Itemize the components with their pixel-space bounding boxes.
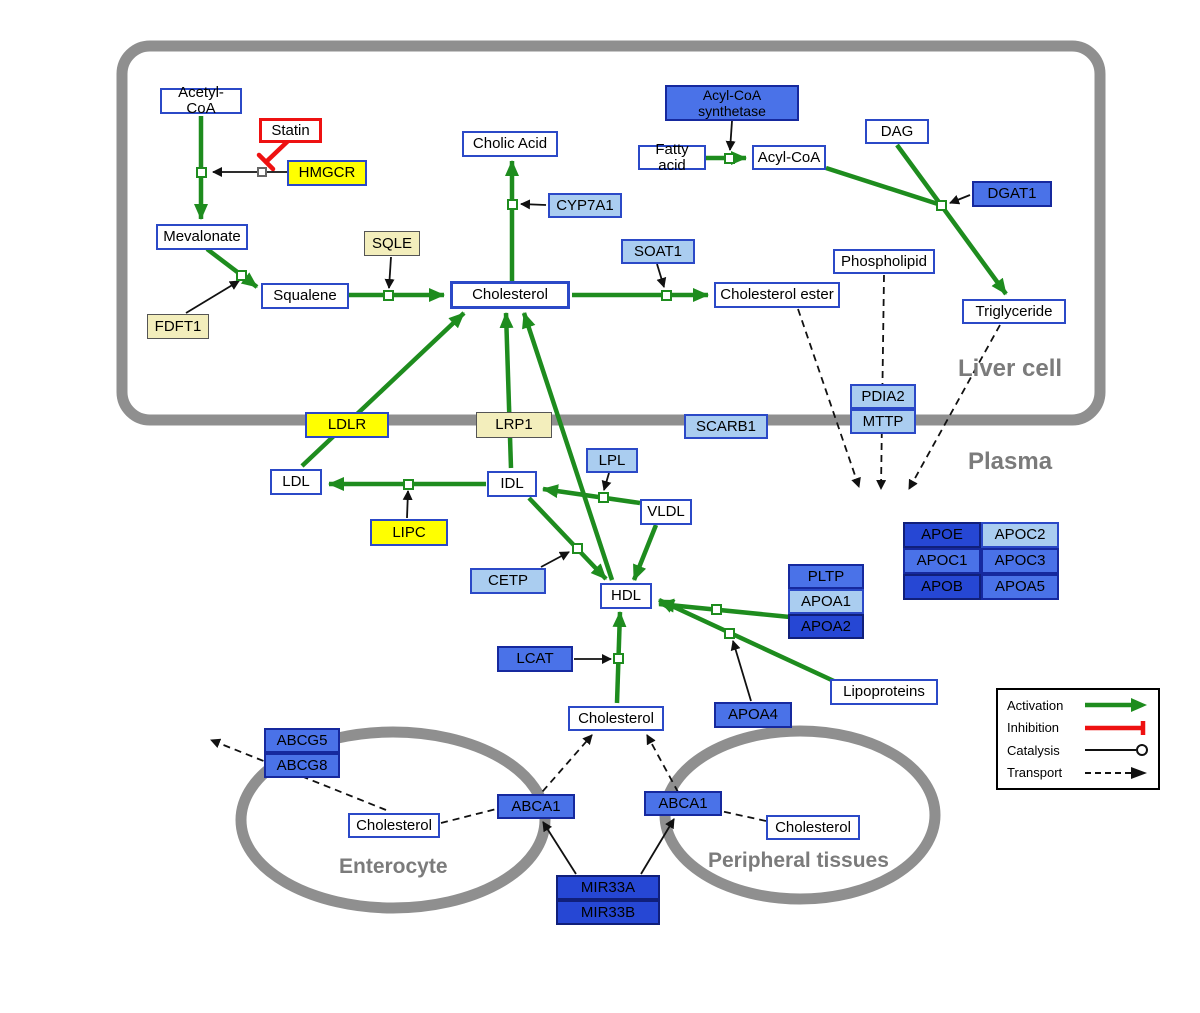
node-vldl[interactable]: VLDL [640, 499, 692, 525]
node-apoa4[interactable]: APOA4 [714, 702, 792, 728]
catalysis-circle-icon [1085, 744, 1148, 757]
node-lrp1[interactable]: LRP1 [476, 412, 552, 438]
reaction-nodes [196, 153, 947, 664]
node-triglyceride[interactable]: Triglyceride [962, 299, 1066, 324]
node-cyp7a1[interactable]: CYP7A1 [548, 193, 622, 218]
node-fdft1[interactable]: FDFT1 [147, 314, 209, 339]
node-cetp[interactable]: CETP [470, 568, 546, 594]
node-apoc2[interactable]: APOC2 [981, 522, 1059, 548]
liver-cell-label: Liver cell [958, 355, 1063, 382]
peripheral-tissues-label: Peripheral tissues [708, 849, 889, 872]
activation-edges [194, 116, 1008, 704]
node-abcg5[interactable]: ABCG5 [264, 728, 340, 753]
node-acyl-coa-synthetase[interactable]: Acyl-CoA synthetase [665, 85, 799, 121]
legend-row-activation: Activation [1007, 697, 1149, 713]
cell-membranes [116, 40, 1106, 914]
transport-dashed-arrow-icon [1085, 766, 1147, 779]
plasma-label: Plasma [968, 448, 1053, 475]
inhibition-tbar-icon [1085, 720, 1146, 735]
node-cholesterol-peripheral[interactable]: Cholesterol [766, 815, 860, 840]
node-phospholipid[interactable]: Phospholipid [833, 249, 935, 274]
node-fatty-acid[interactable]: Fatty acid [638, 141, 706, 173]
node-scarb1[interactable]: SCARB1 [684, 414, 768, 439]
node-hdl[interactable]: HDL [600, 583, 652, 609]
node-apoc3[interactable]: APOC3 [981, 548, 1059, 574]
legend-row-catalysis: Catalysis [1007, 742, 1149, 758]
node-lcat[interactable]: LCAT [497, 646, 573, 672]
node-apoa1[interactable]: APOA1 [788, 589, 864, 614]
legend-row-inhibition: Inhibition [1007, 720, 1149, 736]
node-acyl-coa[interactable]: Acyl-CoA [752, 145, 826, 170]
node-apoc1[interactable]: APOC1 [903, 548, 981, 574]
node-mir33b[interactable]: MIR33B [556, 900, 660, 925]
legend-catalysis-label: Catalysis [1007, 742, 1060, 758]
node-abcg8[interactable]: ABCG8 [264, 753, 340, 778]
node-hmgcr[interactable]: HMGCR [287, 160, 367, 186]
node-soat1[interactable]: SOAT1 [621, 239, 695, 264]
node-pltp[interactable]: PLTP [788, 564, 864, 589]
node-cholesterol-liver[interactable]: Cholesterol [450, 281, 570, 309]
node-statin[interactable]: Statin [259, 118, 322, 143]
node-abca1-enterocyte[interactable]: ABCA1 [497, 794, 575, 819]
node-lipoproteins[interactable]: Lipoproteins [830, 679, 938, 705]
node-apoa2[interactable]: APOA2 [788, 614, 864, 639]
catalysis-node [257, 167, 267, 177]
node-lipc[interactable]: LIPC [370, 519, 448, 546]
node-squalene[interactable]: Squalene [261, 283, 349, 309]
node-dgat1[interactable]: DGAT1 [972, 181, 1052, 207]
node-cholesterol-enterocyte[interactable]: Cholesterol [348, 813, 440, 838]
catalysis-edges [185, 120, 971, 875]
enterocyte-label: Enterocyte [339, 855, 448, 878]
node-cholic-acid[interactable]: Cholic Acid [462, 131, 558, 157]
node-sqle[interactable]: SQLE [364, 231, 420, 256]
node-cholesterol-ester[interactable]: Cholesterol ester [714, 282, 840, 308]
legend-transport-label: Transport [1007, 765, 1063, 781]
node-idl[interactable]: IDL [487, 471, 537, 497]
activation-arrow-icon [1085, 698, 1147, 712]
enterocyte-membrane [235, 726, 551, 914]
node-mevalonate[interactable]: Mevalonate [156, 224, 248, 250]
legend-activation-label: Activation [1007, 697, 1064, 713]
node-acetyl-coa[interactable]: Acetyl-CoA [160, 85, 242, 117]
node-pdia2[interactable]: PDIA2 [850, 384, 916, 409]
inhibition-edge [256, 138, 291, 172]
node-lpl[interactable]: LPL [586, 448, 638, 473]
node-ldlr[interactable]: LDLR [305, 412, 389, 438]
legend-row-transport: Transport [1007, 765, 1149, 781]
node-mttp[interactable]: MTTP [850, 409, 916, 434]
node-apoa5[interactable]: APOA5 [981, 574, 1059, 600]
legend-inhibition-label: Inhibition [1007, 720, 1060, 736]
node-abca1-peripheral[interactable]: ABCA1 [644, 791, 722, 816]
node-mir33a[interactable]: MIR33A [556, 875, 660, 900]
liver-cell-membrane [116, 40, 1106, 426]
node-dag[interactable]: DAG [865, 119, 929, 144]
node-ldl[interactable]: LDL [270, 469, 322, 495]
node-apoe[interactable]: APOE [903, 522, 981, 548]
legend: Activation Inhibition Catalysis Transpor… [996, 688, 1160, 790]
node-apob[interactable]: APOB [903, 574, 981, 600]
node-cholesterol-plasma[interactable]: Cholesterol [568, 706, 664, 731]
